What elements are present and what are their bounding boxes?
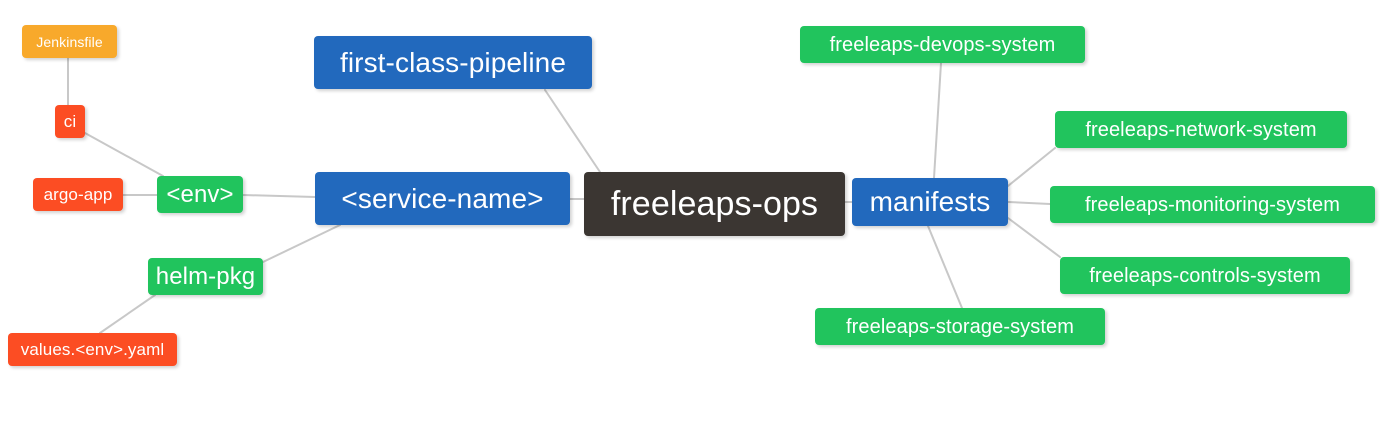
node-freeleaps-storage-system[interactable]: freeleaps-storage-system [815, 308, 1105, 345]
edge-manifests-to-freeleaps-controls-system [1007, 217, 1061, 258]
edge-helm-pkg-to-values-env-yaml [99, 294, 156, 334]
edge-manifests-to-freeleaps-monitoring-system [1007, 201, 1051, 205]
edge-manifests-to-freeleaps-network-system [1007, 147, 1056, 187]
node-helm-pkg[interactable]: helm-pkg [148, 258, 263, 295]
edge-manifests-to-freeleaps-storage-system [927, 225, 963, 309]
node-freeleaps-network-system[interactable]: freeleaps-network-system [1055, 111, 1347, 148]
node-ci[interactable]: ci [55, 105, 85, 138]
edge-freeleaps-ops-to-first-class-pipeline [544, 89, 601, 173]
node-freeleaps-controls-system[interactable]: freeleaps-controls-system [1060, 257, 1350, 294]
node-first-class-pipeline[interactable]: first-class-pipeline [314, 36, 592, 89]
edge-manifests-to-freeleaps-devops-system [933, 62, 942, 179]
node-service-name[interactable]: <service-name> [315, 172, 570, 225]
node-argo-app[interactable]: argo-app [33, 178, 123, 211]
node-values-env-yaml[interactable]: values.<env>.yaml [8, 333, 177, 366]
edge-env-to-ci [84, 132, 164, 177]
edge-service-name-to-helm-pkg [262, 224, 341, 263]
node-jenkinsfile[interactable]: Jenkinsfile [22, 25, 117, 58]
node-manifests[interactable]: manifests [852, 178, 1008, 226]
edge-service-name-to-env [242, 194, 316, 198]
node-freeleaps-ops[interactable]: freeleaps-ops [584, 172, 845, 236]
node-env[interactable]: <env> [157, 176, 243, 213]
node-freeleaps-monitoring-system[interactable]: freeleaps-monitoring-system [1050, 186, 1375, 223]
node-freeleaps-devops-system[interactable]: freeleaps-devops-system [800, 26, 1085, 63]
